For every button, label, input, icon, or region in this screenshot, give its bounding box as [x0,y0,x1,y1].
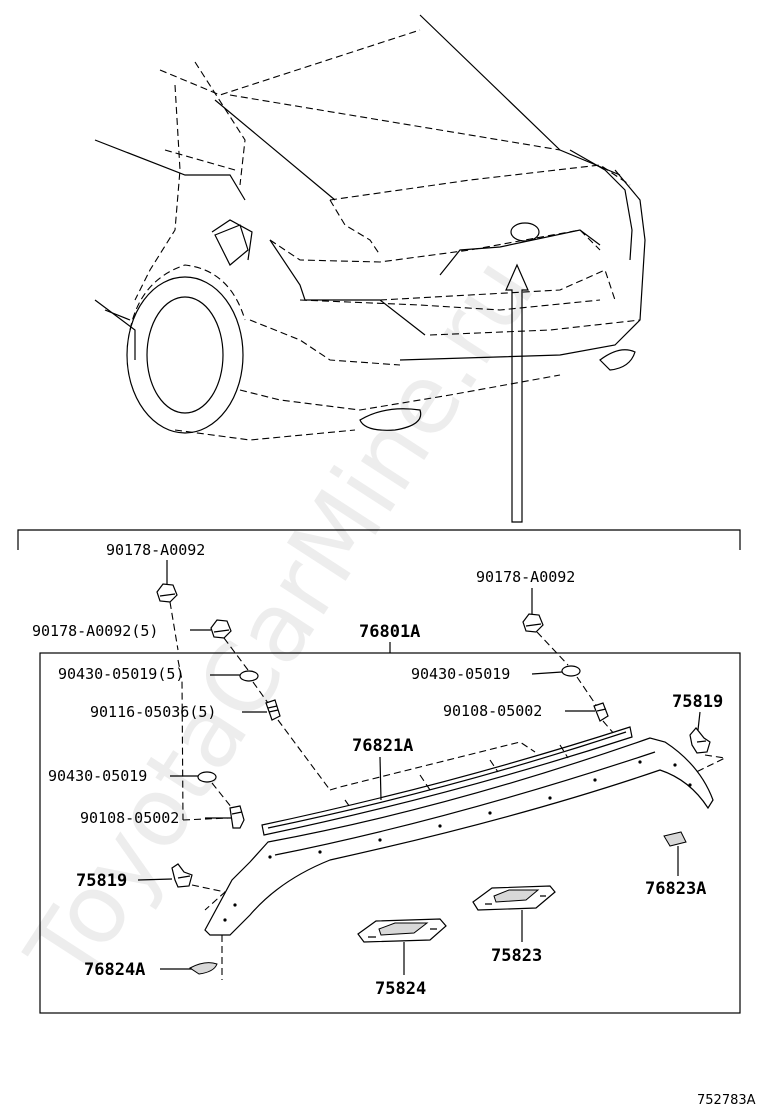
label-washer-left: 90430-05019 [48,767,147,785]
bolt-right-icon [593,702,609,722]
label-clip-left: 75819 [76,871,127,891]
label-bolt-left-5: 90116-05036(5) [90,703,216,721]
label-bolt-left: 90108-05002 [80,809,179,827]
label-washer-left-5: 90430-05019(5) [58,665,184,683]
label-pad-left: 76824A [84,960,145,980]
bracket-75823 [472,885,556,911]
clip-left-5-icon [210,619,232,639]
bracket-75824 [357,918,447,943]
washer-left-5-icon [239,670,259,682]
bolt-left-icon [229,805,245,829]
washer-left-icon [197,771,217,783]
label-bracket-75824: 75824 [375,979,426,999]
label-assembly-76801a: 76801A [359,622,420,642]
car-rear-illustration [94,14,646,523]
label-washer-right: 90430-05019 [411,665,510,683]
drawing-code: 752783A [697,1093,756,1108]
clip-top-right-icon [522,613,544,633]
label-bolt-right: 90108-05002 [443,702,542,720]
label-garnish-76821a: 76821A [352,736,413,756]
group-bracket-line [17,529,741,550]
label-clip-right: 75819 [672,692,723,712]
label-top-right-clip: 90178-A0092 [476,568,575,586]
panel-76801a [204,737,714,936]
clip-left-icon [171,863,193,888]
label-bracket-75823: 75823 [491,946,542,966]
pad-left-icon [189,962,218,975]
garnish-76821a [261,726,633,836]
label-left-clip-5: 90178-A0092(5) [32,622,158,640]
label-pad-right: 76823A [645,879,706,899]
clip-top-left-icon [156,583,178,603]
clip-right-icon [689,727,711,754]
bolt-left-5-icon [265,699,281,721]
label-top-left-clip: 90178-A0092 [106,541,205,559]
pad-right-icon [663,831,687,847]
washer-right-icon [561,665,581,677]
